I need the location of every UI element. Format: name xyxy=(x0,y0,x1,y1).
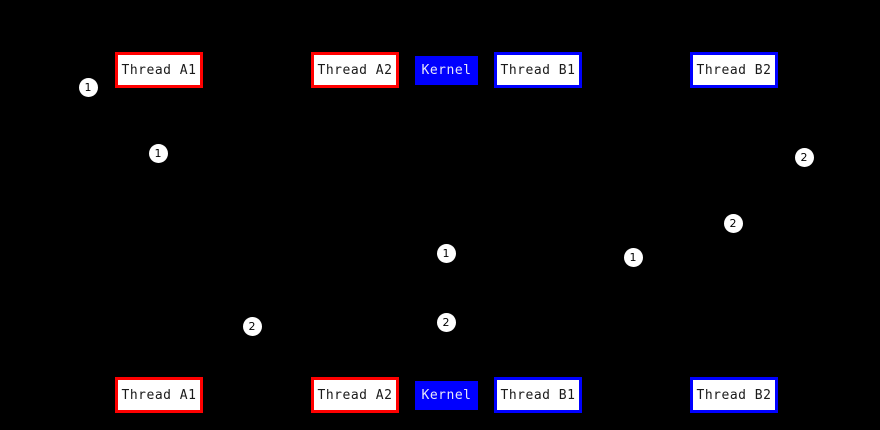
participant-thread-b2-bottom[interactable]: Thread B2 xyxy=(690,377,778,413)
participant-label: Thread A2 xyxy=(317,62,393,78)
participant-thread-a1-bottom[interactable]: Thread A1 xyxy=(115,377,203,413)
participant-label: Thread A1 xyxy=(121,62,197,78)
lifeline-thread-a1 xyxy=(159,88,160,377)
participant-thread-b2-top[interactable]: Thread B2 xyxy=(690,52,778,88)
step-bullet: 2 xyxy=(723,213,743,233)
step-bullet: 2 xyxy=(436,312,456,332)
participant-label: Thread A2 xyxy=(317,387,393,403)
step-bullet-number: 1 xyxy=(629,250,637,264)
participant-kernel-top[interactable]: Kernel xyxy=(415,56,478,85)
participant-label: Kernel xyxy=(421,388,472,403)
step-bullet-number: 1 xyxy=(84,80,92,94)
step-bullet: 1 xyxy=(78,77,98,97)
participant-thread-a1-top[interactable]: Thread A1 xyxy=(115,52,203,88)
message-arrow-2 xyxy=(446,223,734,224)
message-arrow-1 xyxy=(159,153,446,154)
participant-label: Thread B2 xyxy=(696,62,772,78)
participant-thread-a2-bottom[interactable]: Thread A2 xyxy=(311,377,399,413)
step-bullet: 2 xyxy=(794,147,814,167)
step-bullet-number: 2 xyxy=(729,216,737,230)
step-bullet: 1 xyxy=(436,243,456,263)
lifeline-thread-b1 xyxy=(538,88,539,377)
step-bullet: 1 xyxy=(623,247,643,267)
step-bullet: 2 xyxy=(242,316,262,336)
step-bullet-number: 1 xyxy=(442,246,450,260)
participant-thread-a2-top[interactable]: Thread A2 xyxy=(311,52,399,88)
participant-thread-b1-top[interactable]: Thread B1 xyxy=(494,52,582,88)
participant-label: Thread B1 xyxy=(500,387,576,403)
lifeline-thread-a2 xyxy=(355,88,356,377)
participant-label: Thread B1 xyxy=(500,62,576,78)
message-arrow-3 xyxy=(446,257,538,258)
step-bullet-number: 2 xyxy=(442,315,450,329)
step-bullet-number: 2 xyxy=(800,150,808,164)
step-bullet-number: 2 xyxy=(248,319,256,333)
lifeline-thread-b2 xyxy=(734,88,735,377)
step-bullet: 1 xyxy=(148,143,168,163)
participant-label: Thread B2 xyxy=(696,387,772,403)
participant-label: Thread A1 xyxy=(121,387,197,403)
lifeline-kernel xyxy=(446,85,447,381)
participant-label: Kernel xyxy=(421,63,472,78)
participant-thread-b1-bottom[interactable]: Thread B1 xyxy=(494,377,582,413)
participant-kernel-bottom[interactable]: Kernel xyxy=(415,381,478,410)
message-arrow-4 xyxy=(355,322,446,323)
step-bullet-number: 1 xyxy=(154,146,162,160)
